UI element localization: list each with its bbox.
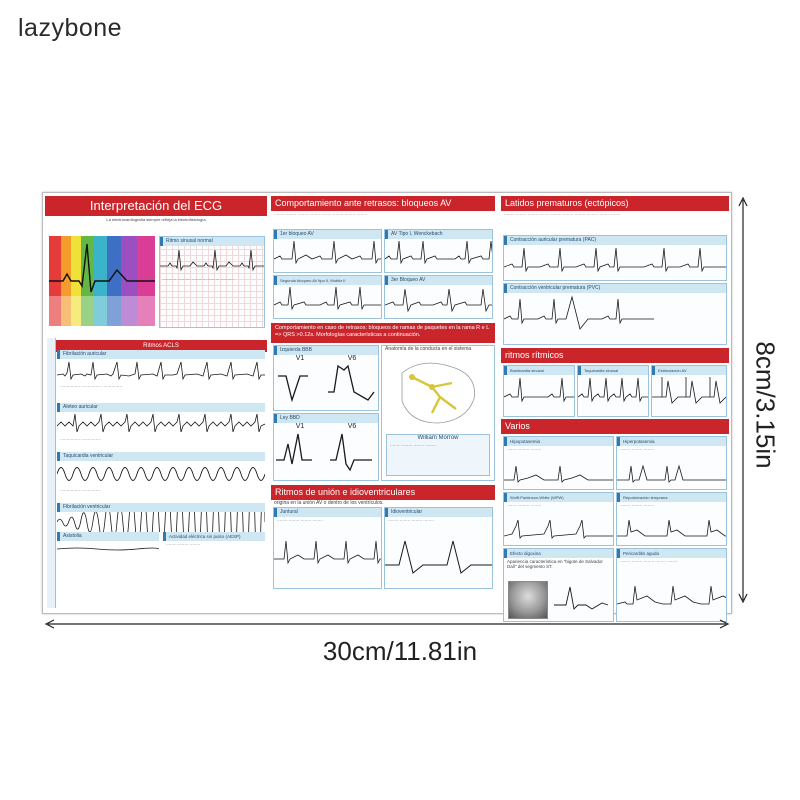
junctional-title: Juntural <box>274 508 381 517</box>
flutter-trace <box>57 413 265 433</box>
misc-panel: Wolff-Parkinson-White (WPW) ········ ···… <box>503 492 614 546</box>
anatomy-title: Anatomía de la conducta en el sistema <box>385 346 472 352</box>
acls-section-title: Actividad eléctrica sin pulso (AESP) <box>163 532 265 541</box>
av-block-title: 1er bloqueo AV <box>274 230 381 239</box>
vtach-trace <box>57 467 265 481</box>
conduction-anatomy-panel: Anatomía de la conducta en el sistema Wi… <box>381 345 495 481</box>
misc-title: Repolarización temprana <box>617 493 726 502</box>
av-block-panel: 3er Bloqueo AV <box>384 275 493 319</box>
poster-title: Interpretación del ECG <box>45 196 267 216</box>
acls-section-title: Fibrilación ventricular <box>57 503 265 512</box>
normal-sinus-rhythm-title: Ritmo sinusal normal <box>160 237 264 246</box>
misc-title: Hiperpotasemia <box>617 437 726 446</box>
rate-panel: Estimulación AV <box>651 365 727 417</box>
lbbb-panel: Izquierda BBB V1 V6 <box>273 345 379 411</box>
rate-panel: Taquicardia sinusal <box>577 365 650 417</box>
acls-section-title: Asistolia <box>57 532 159 541</box>
av-block-title: Segundo bloqueo AV tipo II, Mobitz II <box>274 276 381 285</box>
rate-title: Taquicardia sinusal <box>578 366 649 375</box>
height-dimension-arrow <box>738 196 748 604</box>
asystole-trace <box>57 547 159 551</box>
pac-panel: Contracción auricular prematura (PAC) <box>503 235 727 281</box>
author-name: William Morrow <box>417 435 459 441</box>
idioventricular-panel: Idioventricular ········ ········ ······… <box>384 507 493 589</box>
afib-trace <box>57 361 265 381</box>
lead-label: V1 <box>295 355 305 362</box>
acls-section-title: Taquicardia ventricular <box>57 452 265 461</box>
rate-panel: Bradicardia sinusal <box>503 365 576 417</box>
height-dimension-label: 8cm/3.15in <box>735 290 795 520</box>
junctional-header: Ritmos de unión e idioventriculares <box>271 485 495 500</box>
misc-panel: Hiperpotasemia ········ ········ ·······… <box>616 436 727 490</box>
rbbb-title: Ley BBD <box>274 414 378 423</box>
av-block-header: Comportamiento ante retrasos: bloqueos A… <box>271 196 495 211</box>
misc-title: Hipopotasemia <box>504 437 613 446</box>
misc-title: Wolff-Parkinson-White (WPW) <box>504 493 613 502</box>
misc-title: Pericarditis aguda <box>617 549 726 558</box>
pvc-panel: Contracción ventricular prematura (PVC) <box>503 283 727 345</box>
poster-subtitle: La electrocardiografía siempre refleja l… <box>106 217 206 222</box>
normal-sinus-rhythm-panel: Ritmo sinusal normal ·········· ········… <box>159 236 265 328</box>
width-dimension-arrow <box>44 619 730 629</box>
idioventricular-title: Idioventricular <box>385 508 492 517</box>
lbbb-title: Izquierda BBB <box>274 346 378 355</box>
acls-section-title: Fibrilación auricular <box>57 350 265 359</box>
av-block-panel: Segundo bloqueo AV tipo II, Mobitz II <box>273 275 382 319</box>
vfib-trace <box>57 512 265 532</box>
rate-title: Estimulación AV <box>652 366 726 375</box>
poster-column-1: Interpretación del ECG La electrocardiog… <box>45 196 267 610</box>
premature-beats-header: Latidos prematuros (ectópicos) <box>501 196 729 211</box>
digoxin-note: Apariencia característica en "bigote de … <box>507 559 603 569</box>
misc-header: Varios <box>501 419 729 434</box>
misc-title: Efecto digoxina <box>504 549 613 558</box>
pac-title: Contracción auricular prematura (PAC) <box>504 236 726 245</box>
pvc-title: Contracción ventricular prematura (PVC) <box>504 284 726 293</box>
av-block-title: AV Tipo I, Wenckebach <box>385 230 492 239</box>
pericarditis-panel: Pericarditis aguda ········ ········ ···… <box>616 548 727 622</box>
acls-section-title: Aleteo auricular <box>57 403 265 412</box>
lead-label: V6 <box>347 423 357 430</box>
height-label-text: 8cm/3.15in <box>750 341 781 469</box>
poster-column-2: Comportamiento ante retrasos: bloqueos A… <box>271 196 495 610</box>
acls-header: Ritmos ACLS <box>55 340 267 352</box>
junctional-panel: Juntural ········ ········ ········ ····… <box>273 507 382 589</box>
rate-title: Bradicardia sinusal <box>504 366 575 375</box>
dali-portrait <box>508 581 548 619</box>
av-block-panel: AV Tipo I, Wenckebach <box>384 229 493 273</box>
junctional-subtitle: origina en la unión AV o dentro de los v… <box>274 500 384 506</box>
av-block-title: 3er Bloqueo AV <box>385 276 492 285</box>
bundle-branch-header: Comportamiento en caso de retrasos: bloq… <box>271 323 495 343</box>
lead-label: V6 <box>347 355 357 362</box>
rhythms-header: ritmos rítmicos <box>501 348 729 363</box>
poster-side-strip <box>47 338 56 608</box>
brand-watermark: lazybone <box>18 14 123 42</box>
ecg-intervals-diagram <box>49 236 155 326</box>
misc-panel: Hipopotasemia ········ ········ ········ <box>503 436 614 490</box>
digoxin-panel: Efecto digoxina Apariencia característic… <box>503 548 614 622</box>
av-block-panel: 1er bloqueo AV <box>273 229 382 273</box>
ecg-poster: Interpretación del ECG La electrocardiog… <box>42 192 732 622</box>
rbbb-panel: Ley BBD V1 V6 <box>273 413 379 481</box>
acls-rhythms: Fibrilación auricular ··············· ··… <box>57 350 265 557</box>
lead-label: V1 <box>295 423 305 430</box>
width-dimension-label: 30cm/11.81in <box>322 636 478 666</box>
misc-panel: Repolarización temprana ········ ·······… <box>616 492 727 546</box>
poster-column-3: Latidos prematuros (ectópicos) ········ … <box>501 196 729 622</box>
heart-diagram <box>401 362 475 424</box>
author-panel: William Morrow ········ ········ ·······… <box>386 434 490 476</box>
